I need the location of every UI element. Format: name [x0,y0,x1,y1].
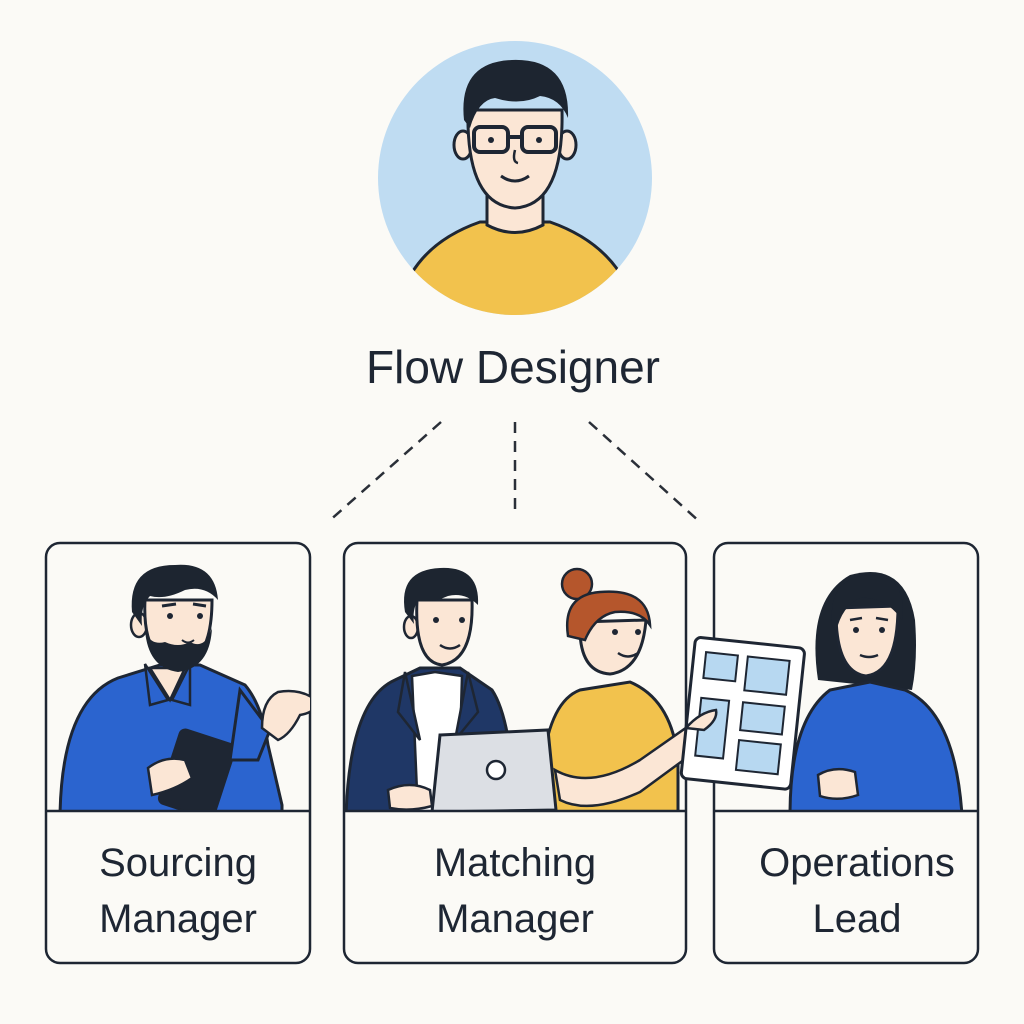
kanban-board-icon [679,636,806,791]
matching-manager-label-line1: Matching [434,841,596,885]
pointing-hand-icon [683,708,718,732]
sourcing-manager-label-line1: Sourcing [99,841,257,885]
sourcing-manager-label-line2: Manager [99,897,257,941]
woman-with-kanban-board-icon [788,572,964,811]
connector-right [588,421,701,523]
connector-lines [327,421,701,523]
matching-manager-label-line2: Manager [436,897,594,941]
operations-lead-label-line1: Operations [759,841,955,885]
role-card-sourcing-manager: Sourcing Manager [44,541,312,965]
flow-designer-node: Flow Designer [366,41,660,393]
operations-lead-label-line2: Lead [813,897,902,941]
connector-left [327,421,442,523]
role-card-matching-manager: Matching Manager [342,541,688,965]
person-with-glasses-icon [378,41,652,315]
two-people-with-laptop-and-board-icon [344,567,686,811]
flow-designer-label: Flow Designer [366,341,660,393]
bearded-man-with-tablet-icon [58,564,310,811]
